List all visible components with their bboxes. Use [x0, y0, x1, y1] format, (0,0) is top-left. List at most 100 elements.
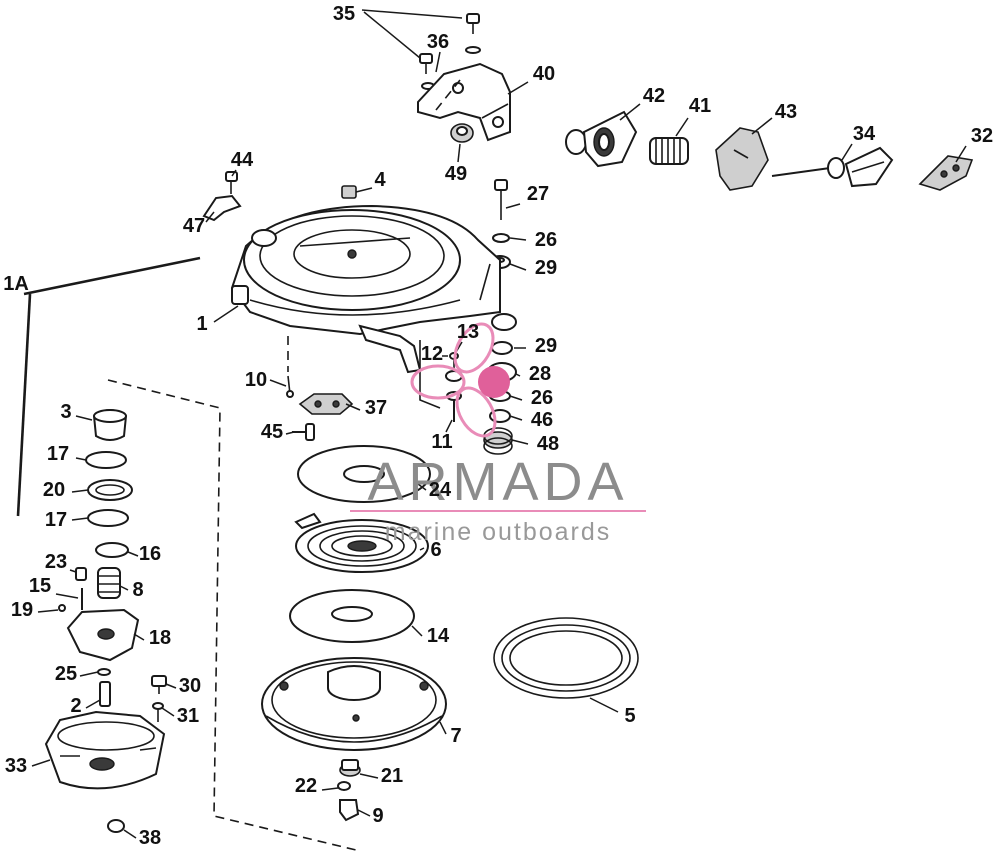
leader-line-34 [841, 143, 853, 161]
part-44-screw [225, 171, 238, 194]
part-29-bushing-lower [491, 313, 517, 331]
part-42-knob [565, 110, 638, 168]
propeller-icon [410, 322, 510, 438]
leader-line-26b [509, 395, 523, 401]
part-34-rod [771, 146, 894, 188]
callout-label-15: 15 [29, 575, 51, 597]
watermark-tagline: marine outboards [385, 518, 612, 546]
part-43-cover [715, 127, 769, 191]
callout-label-1A: 1A [3, 273, 29, 295]
leader-line-48 [511, 439, 529, 445]
assembly-dash-left [107, 379, 357, 851]
part-6-recoil-spring [294, 512, 429, 573]
callout-label-28: 28 [529, 363, 551, 385]
part-41-spring [649, 137, 689, 165]
leader-line-38 [123, 829, 137, 839]
callout-label-9: 9 [372, 805, 383, 827]
callout-label-13: 13 [457, 321, 479, 343]
callout-label-47: 47 [183, 215, 205, 237]
leader-line-14 [411, 625, 423, 637]
callout-label-8: 8 [132, 579, 143, 601]
leader-line-10 [269, 379, 287, 387]
part-49-grommet [450, 123, 474, 143]
part-29-spacer [491, 341, 513, 355]
leader-line-44 [231, 169, 237, 177]
callout-label-24: 24 [429, 479, 452, 501]
part-9-bolt [339, 799, 360, 822]
part-21-nut [339, 759, 361, 777]
leader-line-29a [509, 263, 527, 271]
part-25-washer [97, 668, 111, 676]
part-20-spacer [87, 479, 133, 501]
callout-label-14: 14 [427, 625, 450, 647]
callout-label-19: 19 [11, 599, 33, 621]
callout-label-31: 31 [177, 705, 199, 727]
leader-line-27 [505, 203, 521, 209]
leader-line-18 [133, 633, 145, 641]
callout-label-6: 6 [430, 539, 441, 561]
part-24-plate [297, 445, 431, 503]
callout-label-30: 30 [179, 675, 201, 697]
part-2-bolt [99, 681, 111, 707]
leader-line-9 [357, 809, 371, 817]
part-3-cup [92, 409, 128, 441]
part-45-screw [292, 423, 315, 441]
callout-label-48: 48 [537, 433, 559, 455]
leader-line-22 [321, 787, 339, 791]
callout-label-26a: 26 [535, 229, 557, 251]
callout-label-10: 10 [245, 369, 267, 391]
leader-line-3 [75, 415, 93, 421]
part-36-screw [419, 53, 435, 90]
part-18-pawl-plate [66, 608, 140, 662]
leader-line-33 [31, 759, 51, 767]
leader-line-43 [751, 117, 773, 135]
part-48-spring [483, 427, 513, 455]
leader-lines [31, 9, 967, 839]
callout-label-40: 40 [533, 63, 555, 85]
leader-line-25 [79, 671, 99, 677]
callout-label-44: 44 [231, 149, 254, 171]
watermark-brand: ARMADA [367, 452, 628, 512]
part-33-cup [44, 710, 166, 790]
leader-line-19 [37, 609, 59, 613]
part-27-bolt [494, 179, 508, 220]
callout-label-11: 11 [431, 431, 452, 453]
leader-line-17a [75, 457, 87, 461]
part-22-washer [337, 781, 351, 791]
part-19-detent [58, 604, 66, 612]
callout-label-32: 32 [971, 125, 993, 147]
part-4-nut [341, 185, 357, 199]
callout-label-29a: 29 [535, 257, 557, 279]
callout-label-46: 46 [531, 409, 553, 431]
watermark-underline [350, 510, 646, 512]
leader-line-24 [417, 483, 427, 491]
part-26-washer-upper [492, 233, 510, 243]
part-47-clip [202, 194, 242, 222]
callout-label-41: 41 [689, 95, 711, 117]
callout-label-37: 37 [365, 397, 387, 419]
leader-line-40 [507, 81, 529, 95]
part-7-pulley [261, 657, 447, 751]
leader-line-42 [619, 103, 641, 121]
callout-label-1: 1 [196, 313, 207, 335]
part-10-spring-pin [286, 375, 294, 398]
callout-label-33: 33 [5, 755, 27, 777]
callout-label-36: 36 [427, 31, 449, 53]
leader-line-32 [955, 145, 967, 163]
parts-layer [16, 13, 974, 851]
callout-label-2: 2 [70, 695, 81, 717]
part-16-o-ring [95, 542, 129, 558]
watermark: ARMADA marine outboards [350, 322, 646, 546]
callout-label-3: 3 [60, 401, 71, 423]
callout-label-16: 16 [139, 543, 161, 565]
callout-label-34: 34 [853, 123, 876, 145]
callout-label-4: 4 [374, 169, 386, 191]
leader-line-35-1 [363, 11, 421, 59]
leader-line-20 [71, 489, 89, 493]
part-30-screw [151, 675, 167, 694]
leader-line-35 [361, 9, 463, 19]
callout-label-7: 7 [450, 725, 461, 747]
